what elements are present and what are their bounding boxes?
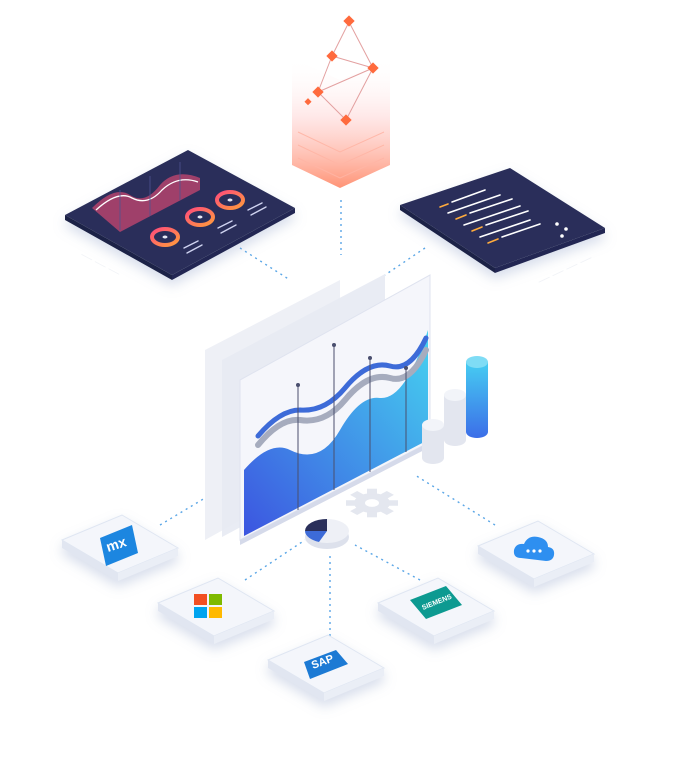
code-editor-icon xyxy=(400,168,605,273)
siemens-logo-icon: SIEMENS xyxy=(410,586,462,619)
sap-logo-icon: SAP xyxy=(304,650,348,679)
area-chart-icon xyxy=(205,274,431,545)
node-network-icon xyxy=(292,15,390,188)
mendix-tile: mx xyxy=(60,514,180,581)
cylinder-bars xyxy=(422,356,488,464)
gear-icon xyxy=(346,488,398,518)
cloud-chat-icon xyxy=(513,536,555,561)
microsoft-logo-icon xyxy=(194,594,222,618)
siemens-tile: SIEMENS xyxy=(376,577,496,644)
mendix-logo-icon: mx xyxy=(100,525,138,566)
pie-chart-icon xyxy=(305,519,349,549)
gauge-dashboard-icon xyxy=(65,150,295,280)
cloud-tile xyxy=(476,520,596,587)
mendix-logo-text: mx xyxy=(104,533,128,555)
microsoft-tile xyxy=(156,577,276,644)
svg-text:— — — —: — — — — xyxy=(535,251,593,288)
sap-tile: SAP xyxy=(266,634,386,701)
svg-text:— — —: — — — xyxy=(79,247,123,279)
